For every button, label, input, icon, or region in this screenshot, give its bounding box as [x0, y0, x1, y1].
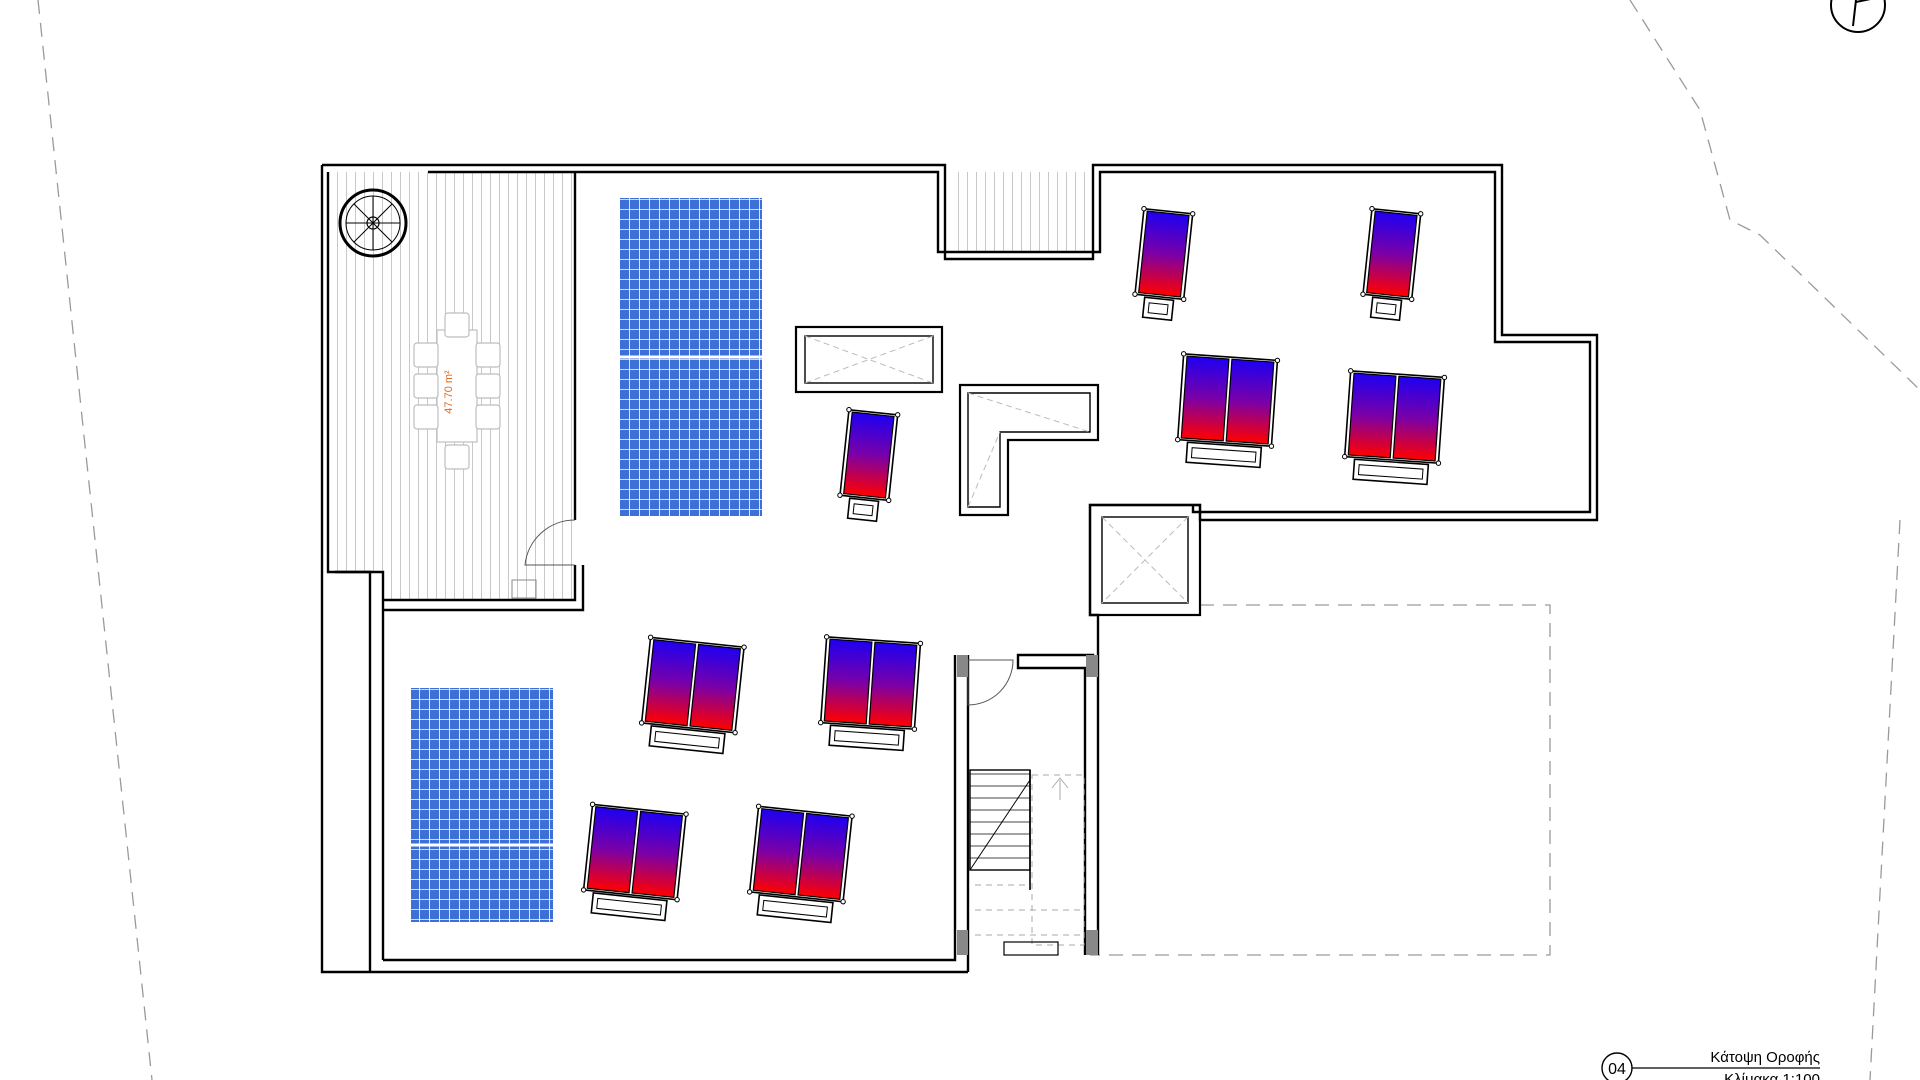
solar-collector-2 — [1360, 206, 1424, 322]
door-swing-icon — [524, 519, 1014, 706]
skylight-icon — [1088, 503, 1202, 617]
stairwell — [957, 655, 1098, 956]
chimney-rect — [794, 325, 944, 394]
solar-collector-3 — [1174, 351, 1281, 469]
north-recess-decking — [950, 172, 1088, 252]
site-boundary — [37, 0, 1920, 1080]
solar-collector-1 — [1132, 206, 1196, 322]
title-block: 04 Κάτοψη Οροφής Κλίμακα 1:100 — [1601, 1049, 1820, 1080]
pv-array-south — [411, 688, 553, 922]
solar-collector-6 — [638, 634, 747, 755]
solar-collector-8 — [580, 801, 689, 922]
solar-collector-7 — [817, 634, 924, 752]
solar-collector-4 — [1341, 368, 1448, 486]
terrace-decking — [328, 172, 574, 600]
north-arrow-icon — [1830, 0, 1886, 33]
spiral-stair-icon — [338, 188, 408, 258]
terrace-area-label: 47.70 m² — [443, 370, 455, 414]
drawing-number: 04 — [1608, 1061, 1626, 1078]
terrace-drain — [511, 579, 537, 599]
drawing-scale: Κλίμακα 1:100 — [1724, 1071, 1820, 1080]
dining-table — [413, 312, 501, 470]
solar-collectors — [580, 206, 1448, 924]
solar-collector-9 — [746, 803, 855, 924]
drawing-title: Κάτοψη Οροφής — [1710, 1049, 1820, 1066]
chimney-l — [958, 383, 1100, 517]
solar-collector-5 — [837, 407, 901, 523]
